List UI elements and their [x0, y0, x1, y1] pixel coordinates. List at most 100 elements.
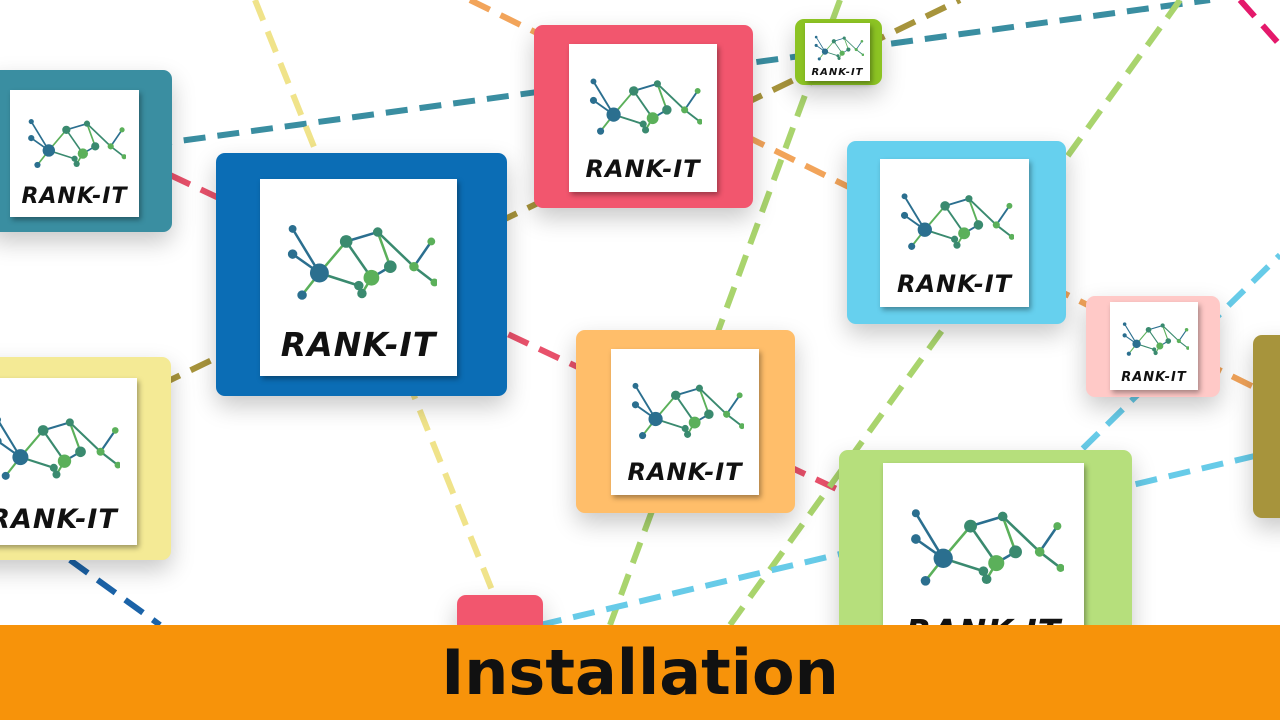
bottom-banner: Installation — [0, 625, 1280, 720]
graph-node — [965, 194, 973, 203]
graph-node — [835, 53, 840, 57]
graph-node — [121, 154, 127, 160]
connector-line — [68, 557, 162, 628]
graph-node — [964, 519, 978, 533]
graph-node — [83, 120, 90, 127]
graph-node — [696, 118, 703, 125]
graph-node — [845, 47, 850, 52]
graph-edge — [1001, 515, 1041, 553]
graph-node — [1126, 351, 1131, 356]
node-sky: RANK-IT — [847, 141, 1066, 324]
graph-edge — [109, 129, 123, 147]
graph-node — [900, 211, 909, 219]
network-graph-icon — [28, 119, 127, 169]
graph-node — [632, 382, 639, 389]
graph-node — [641, 126, 649, 134]
graph-node — [42, 144, 55, 157]
rank-it-logo-tile: RANK-IT — [1110, 302, 1198, 390]
graph-node — [309, 263, 329, 283]
rank-it-logo-tile: RANK-IT — [569, 44, 717, 192]
graph-node — [648, 411, 663, 426]
graph-node — [1176, 338, 1181, 344]
graph-node — [114, 462, 121, 469]
graph-node — [297, 290, 307, 300]
graph-node — [383, 260, 397, 273]
graph-node — [119, 127, 125, 133]
graph-node — [1056, 563, 1064, 572]
node-orange: RANK-IT — [576, 330, 795, 513]
connector-line — [607, 0, 843, 627]
graph-node — [430, 278, 438, 287]
graph-node — [1151, 347, 1157, 352]
graph-node — [628, 86, 639, 96]
graph-node — [372, 227, 383, 237]
graph-node — [842, 36, 846, 40]
graph-node — [1153, 350, 1158, 356]
node-blue: RANK-IT — [216, 153, 507, 396]
logo-text: RANK-IT — [1121, 369, 1187, 385]
connector-line — [252, 0, 503, 612]
graph-edge — [412, 240, 433, 268]
graph-node — [363, 269, 379, 286]
graph-edge — [1038, 525, 1059, 553]
graph-node — [911, 509, 920, 518]
graph-edge — [855, 40, 862, 50]
graph-edge — [1162, 325, 1180, 342]
graph-node — [1, 472, 10, 481]
graph-node — [901, 193, 908, 200]
graph-node — [940, 200, 950, 211]
graph-node — [839, 50, 845, 56]
graph-edge — [376, 230, 415, 268]
network-graph-icon — [287, 224, 438, 300]
graph-node — [836, 56, 841, 60]
graph-node — [90, 142, 100, 151]
graph-node — [694, 87, 701, 94]
graph-node — [77, 148, 88, 159]
node-yellow: RANK-IT — [0, 357, 171, 560]
network-graph-icon — [0, 418, 121, 481]
graph-edge — [843, 37, 856, 50]
graph-node — [817, 56, 821, 61]
network-graph-icon — [900, 193, 1015, 250]
graph-node — [958, 227, 970, 240]
graph-node — [661, 104, 672, 115]
graph-node — [339, 234, 353, 248]
logo-text: RANK-IT — [896, 270, 1013, 299]
rank-it-logo-tile: RANK-IT — [0, 378, 137, 545]
graph-node — [589, 96, 597, 104]
graph-node — [287, 249, 298, 259]
logo-text: RANK-IT — [21, 184, 128, 210]
graph-node — [631, 400, 639, 409]
graph-node — [992, 221, 1000, 229]
graph-node — [950, 235, 959, 243]
network-graph-icon — [589, 78, 703, 135]
banner-title: Installation — [441, 636, 839, 709]
graph-node — [1006, 202, 1013, 209]
graph-node — [1156, 342, 1164, 350]
graph-node — [408, 261, 419, 272]
node-pink: RANK-IT — [1086, 296, 1220, 397]
network-graph-icon — [631, 382, 745, 439]
node-olive — [1253, 335, 1280, 518]
graph-node — [1184, 328, 1189, 332]
graph-node — [111, 427, 119, 435]
graph-node — [1132, 339, 1141, 349]
graph-node — [1034, 547, 1045, 557]
graph-node — [49, 464, 58, 473]
graph-node — [590, 78, 597, 85]
graph-edge — [683, 90, 699, 111]
graph-node — [65, 418, 74, 427]
graph-node — [71, 155, 78, 162]
logo-text: RANK-IT — [811, 66, 864, 78]
graph-edge — [1178, 329, 1187, 342]
rank-it-logo-tile: RANK-IT — [880, 159, 1029, 307]
graph-node — [861, 53, 864, 56]
connector-line — [149, 0, 1211, 148]
graph-node — [1009, 545, 1023, 559]
rank-it-logo-tile: RANK-IT — [260, 179, 457, 376]
graph-edge — [698, 387, 728, 415]
graph-node — [1053, 522, 1062, 531]
graph-node — [606, 107, 621, 122]
graph-edge — [86, 123, 112, 148]
graph-node — [28, 135, 35, 142]
